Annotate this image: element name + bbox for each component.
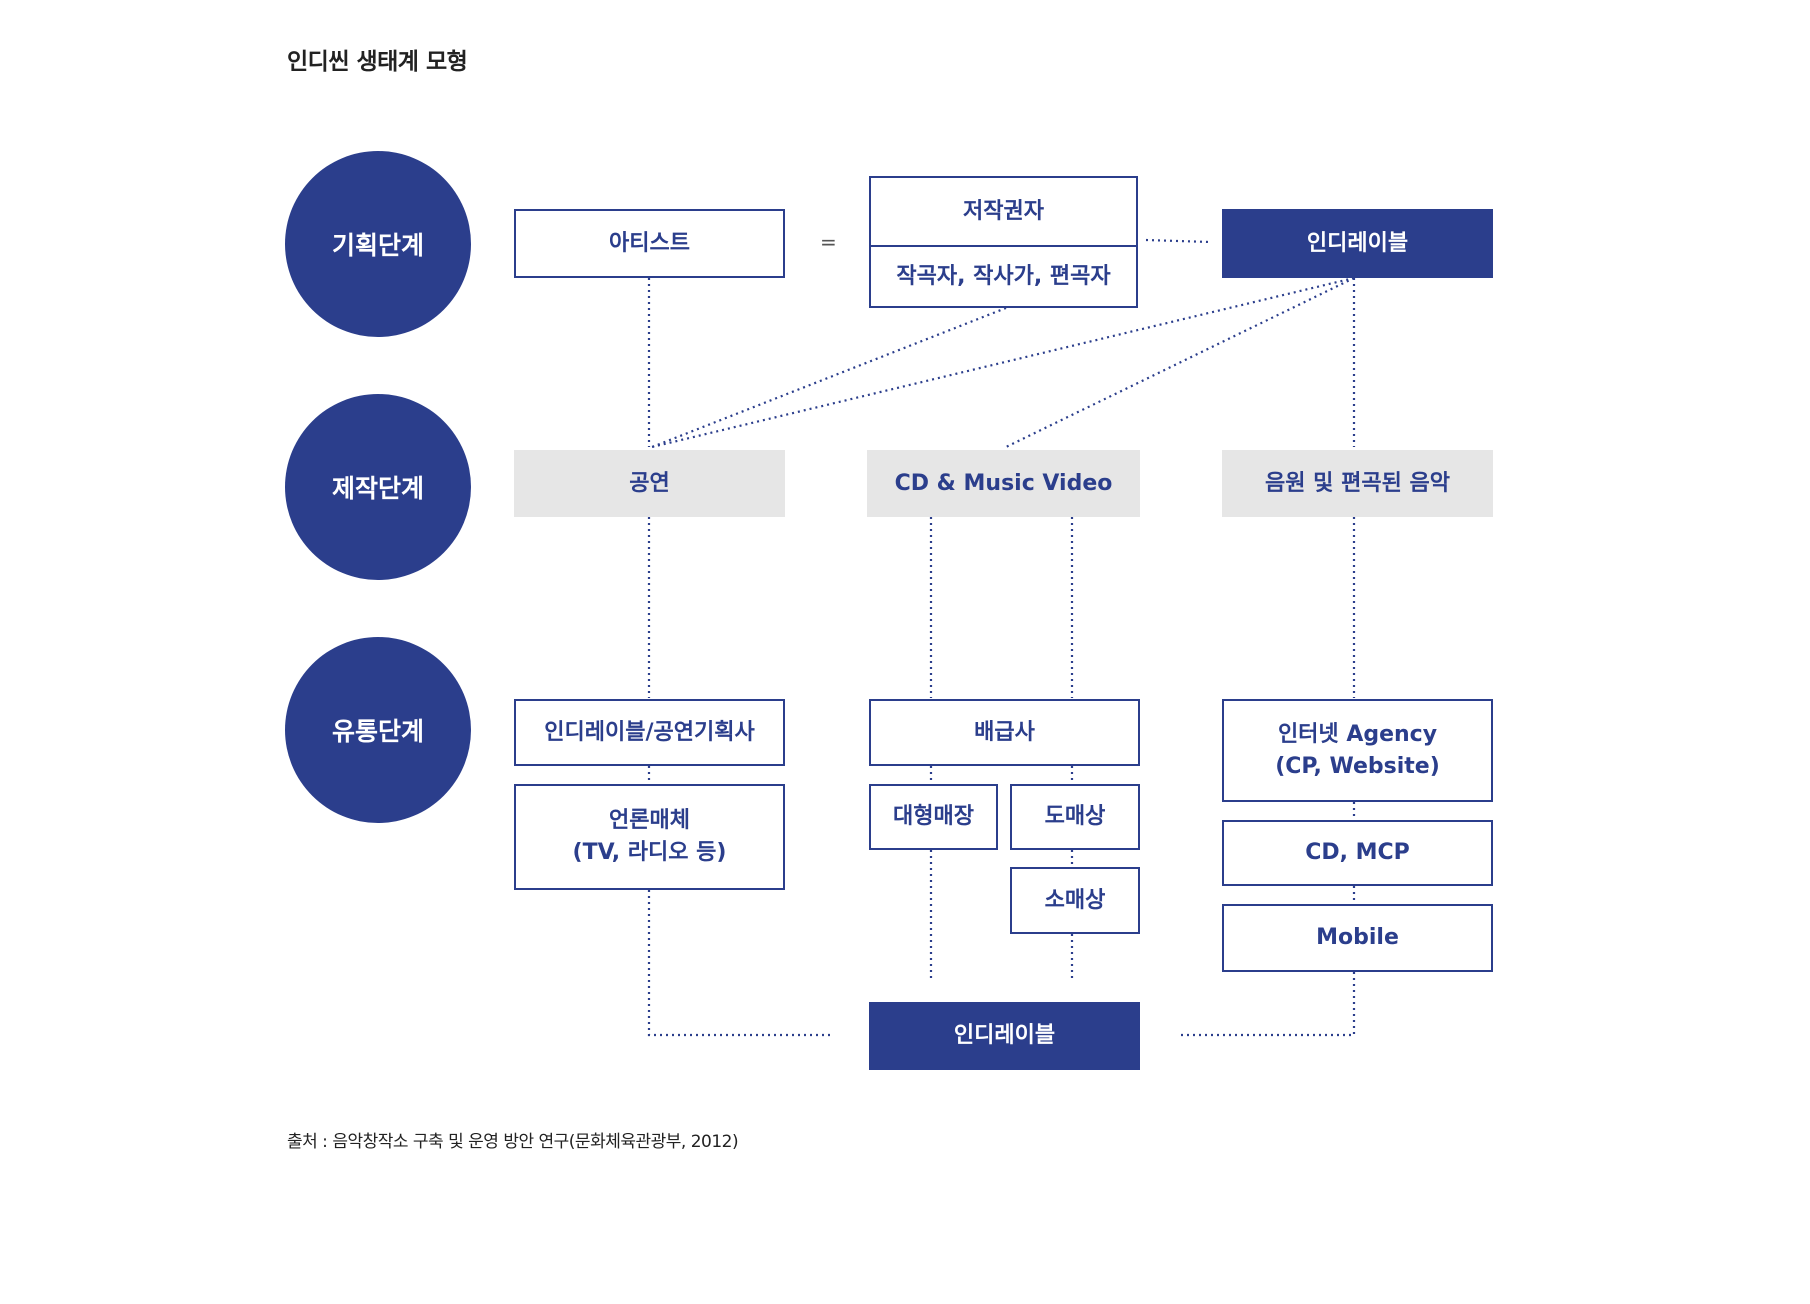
media-box: 언론매체 (TV, 라디오 등) (514, 784, 785, 890)
wholesale-box: 도매상 (1010, 784, 1140, 850)
artist-box: 아티스트 (514, 209, 785, 278)
rights-holder-label: 저작권자 (871, 178, 1136, 247)
diagram-title: 인디씬 생태계 모형 (287, 49, 468, 75)
label-promoter-box: 인디레이블/공연기획사 (514, 699, 785, 766)
cd-music-video-box: CD & Music Video (867, 450, 1140, 517)
source-note: 출처 : 음악창작소 구축 및 운영 방안 연구(문화체육관광부, 2012) (287, 1132, 739, 1152)
large-store-box: 대형매장 (869, 784, 998, 850)
connector-rights-label (1145, 238, 1211, 244)
retail-box: 소매상 (1010, 867, 1140, 934)
connector-media-final (647, 890, 830, 1037)
distributor-box: 배급사 (869, 699, 1140, 766)
equals-sign: = (820, 230, 837, 254)
stage-planning: 기획단계 (285, 151, 471, 337)
rights-holder-box: 저작권자 작곡자, 작사가, 편곡자 (869, 176, 1138, 308)
connector-mobile-final (1180, 972, 1356, 1037)
connector-creators-performance (651, 306, 1007, 449)
digital-music-box: 음원 및 편곡된 음악 (1222, 450, 1493, 517)
indie-label-box: 인디레이블 (1222, 209, 1493, 278)
connector-label-performance (651, 276, 1355, 449)
stage-distribution: 유통단계 (285, 637, 471, 823)
creators-label: 작곡자, 작사가, 편곡자 (896, 263, 1111, 289)
performance-box: 공연 (514, 450, 785, 517)
internet-agency-box: 인터넷 Agency (CP, Website) (1222, 699, 1493, 802)
cd-mcp-box: CD, MCP (1222, 820, 1493, 886)
mobile-box: Mobile (1222, 904, 1493, 972)
stage-production: 제작단계 (285, 394, 471, 580)
connector-label-cd (1005, 277, 1355, 448)
final-indie-label-box: 인디레이블 (869, 1002, 1140, 1070)
